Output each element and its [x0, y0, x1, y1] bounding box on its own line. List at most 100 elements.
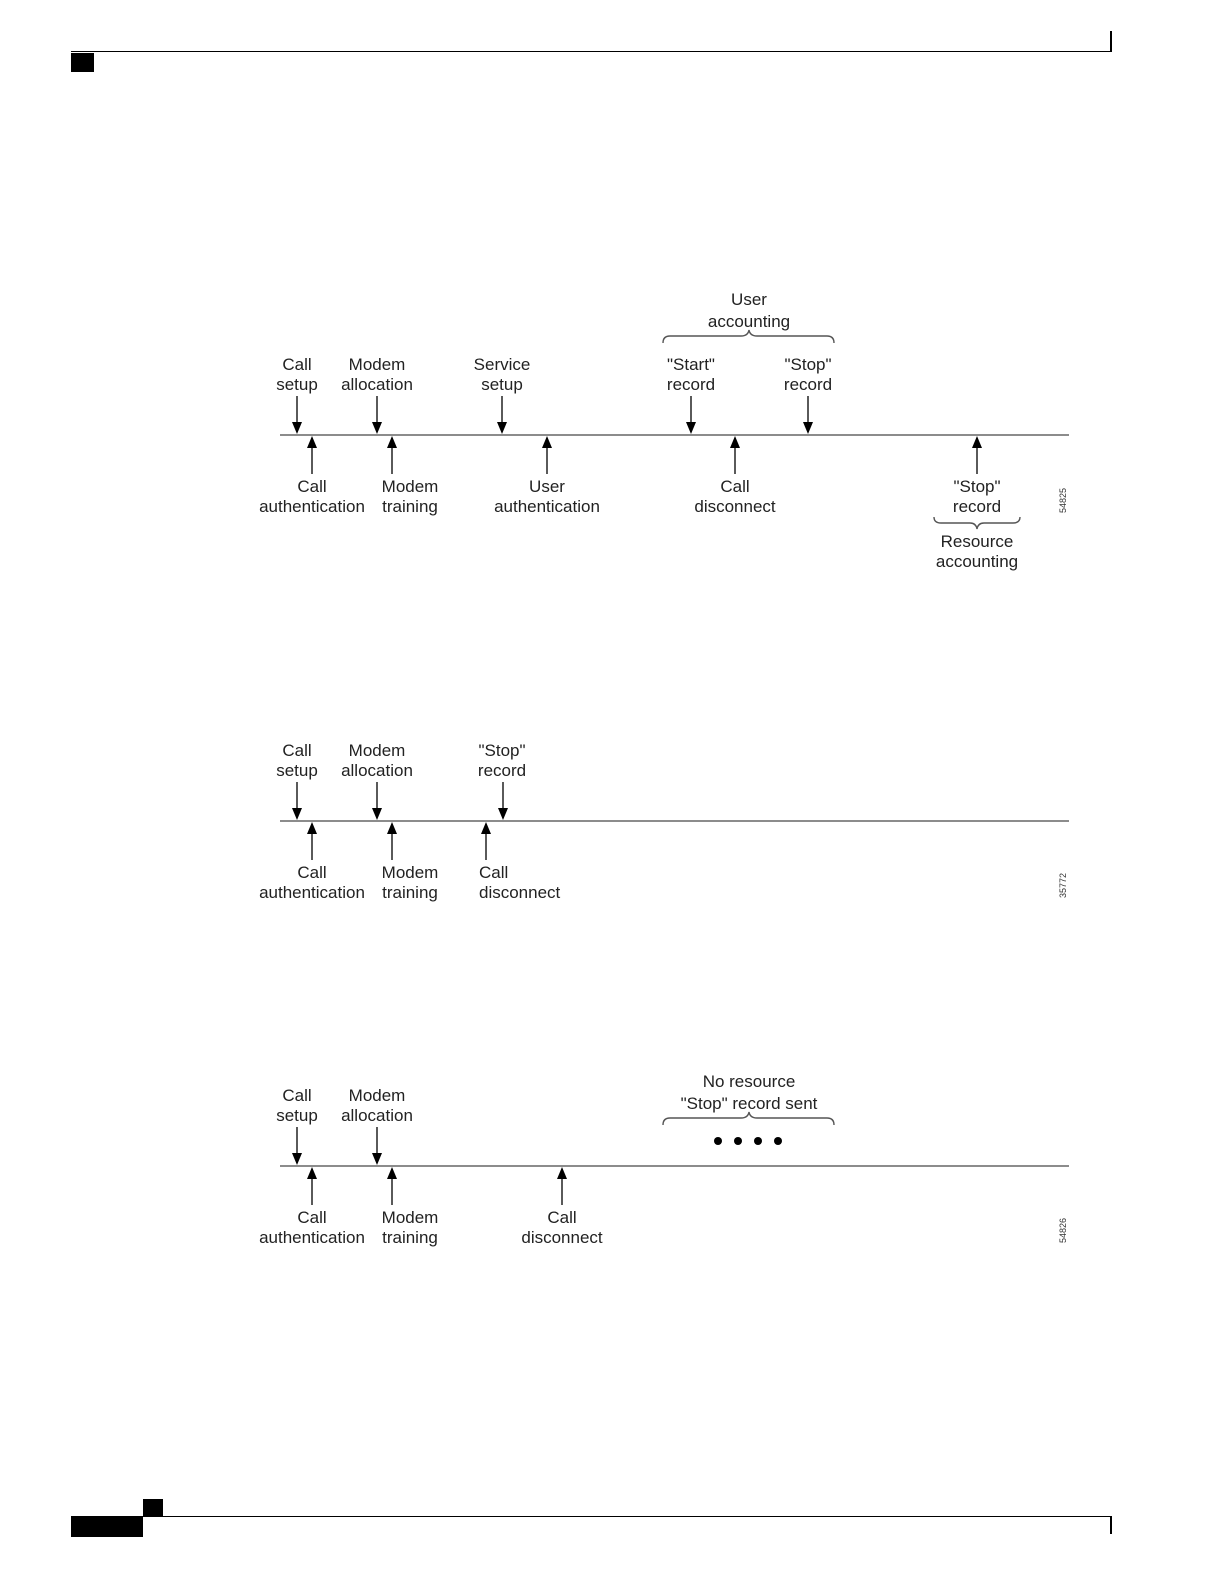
- label-resource-accounting: Resource accounting: [936, 532, 1018, 571]
- svg-text:authentication: authentication: [259, 497, 365, 516]
- svg-text:"Stop": "Stop": [953, 477, 1000, 496]
- svg-text:record: record: [784, 375, 832, 394]
- arrow-up-stop-record-resource: [972, 436, 982, 474]
- label-service-setup: Service setup: [474, 355, 531, 394]
- svg-text:User: User: [731, 290, 767, 309]
- arrow-up-user-authentication: [542, 436, 552, 474]
- svg-text:Call: Call: [297, 863, 326, 882]
- arrow-up-call-authentication: [307, 822, 317, 860]
- svg-text:training: training: [382, 883, 438, 902]
- figure-id-2: 35772: [1058, 873, 1068, 898]
- svg-text:Call: Call: [282, 741, 311, 760]
- label-call-disconnect: Call disconnect: [479, 863, 561, 902]
- svg-text:Modem: Modem: [349, 355, 406, 374]
- footer-block: [71, 1517, 143, 1537]
- svg-text:authentication: authentication: [494, 497, 600, 516]
- brace-no-resource: [662, 1111, 835, 1126]
- label-modem-training: Modem training: [382, 863, 439, 902]
- svg-text:authentication: authentication: [259, 883, 365, 902]
- label-modem-allocation: Modem allocation: [341, 741, 413, 780]
- arrow-down-call-setup: [292, 782, 302, 820]
- brace-user-accounting: [662, 329, 835, 344]
- ellipsis-dot: [734, 1137, 742, 1145]
- svg-text:Modem: Modem: [382, 477, 439, 496]
- arrow-down-service-setup: [497, 396, 507, 434]
- svg-text:disconnect: disconnect: [694, 497, 776, 516]
- svg-text:Call: Call: [297, 1208, 326, 1227]
- svg-text:Call: Call: [547, 1208, 576, 1227]
- svg-text:allocation: allocation: [341, 1106, 413, 1125]
- svg-text:record: record: [667, 375, 715, 394]
- arrow-down-stop-record: [803, 396, 813, 434]
- arrow-up-call-disconnect: [481, 822, 491, 860]
- svg-text:Call: Call: [282, 1086, 311, 1105]
- svg-text:accounting: accounting: [708, 312, 790, 331]
- arrow-up-call-authentication: [307, 436, 317, 474]
- arrow-down-stop-record: [498, 782, 508, 820]
- arrow-down-start-record: [686, 396, 696, 434]
- arrow-up-modem-training: [387, 822, 397, 860]
- arrow-down-modem-allocation: [372, 1127, 382, 1165]
- svg-text:record: record: [478, 761, 526, 780]
- footer-rule: [71, 1516, 1112, 1517]
- svg-text:training: training: [382, 1228, 438, 1247]
- svg-text:Call: Call: [297, 477, 326, 496]
- header-tick: [1110, 31, 1112, 52]
- label-call-setup: Call setup: [276, 1086, 318, 1125]
- ellipsis-dot: [754, 1137, 762, 1145]
- svg-text:record: record: [953, 497, 1001, 516]
- header-rule: [71, 51, 1112, 52]
- label-user-accounting: User accounting: [708, 290, 790, 331]
- figure-id-3: 54826: [1058, 1218, 1068, 1243]
- arrow-up-call-disconnect: [730, 436, 740, 474]
- label-stop-record-user: "Stop" record: [784, 355, 832, 394]
- figure-id-1: 54825: [1058, 488, 1068, 513]
- label-call-authentication: Call authentication: [259, 863, 365, 902]
- svg-text:accounting: accounting: [936, 552, 1018, 571]
- svg-text:Call: Call: [282, 355, 311, 374]
- svg-text:"Start": "Start": [667, 355, 715, 374]
- svg-text:No resource: No resource: [703, 1072, 796, 1091]
- svg-text:allocation: allocation: [341, 761, 413, 780]
- label-no-resource-stop-record: No resource "Stop" record sent: [681, 1072, 818, 1113]
- svg-text:setup: setup: [481, 375, 523, 394]
- svg-text:Modem: Modem: [349, 1086, 406, 1105]
- footer-tick: [1110, 1517, 1112, 1534]
- svg-text:"Stop": "Stop": [478, 741, 525, 760]
- label-call-disconnect: Call disconnect: [694, 477, 776, 516]
- svg-text:User: User: [529, 477, 565, 496]
- arrow-up-call-disconnect: [557, 1167, 567, 1205]
- arrow-up-modem-training: [387, 436, 397, 474]
- label-user-authentication: User authentication: [494, 477, 600, 516]
- arrow-up-modem-training: [387, 1167, 397, 1205]
- label-stop-record: "Stop" record: [478, 741, 526, 780]
- svg-text:setup: setup: [276, 375, 318, 394]
- brace-resource-accounting: [933, 516, 1021, 530]
- label-call-disconnect: Call disconnect: [521, 1208, 603, 1247]
- svg-text:"Stop": "Stop": [784, 355, 831, 374]
- ellipsis-dot: [714, 1137, 722, 1145]
- svg-text:authentication: authentication: [259, 1228, 365, 1247]
- svg-text:Modem: Modem: [382, 1208, 439, 1227]
- svg-text:disconnect: disconnect: [479, 883, 561, 902]
- svg-text:Resource: Resource: [941, 532, 1014, 551]
- svg-text:disconnect: disconnect: [521, 1228, 603, 1247]
- arrow-down-modem-allocation: [372, 782, 382, 820]
- label-stop-record-resource: "Stop" record: [953, 477, 1001, 516]
- svg-text:Modem: Modem: [382, 863, 439, 882]
- arrow-down-modem-allocation: [372, 396, 382, 434]
- label-modem-training: Modem training: [382, 477, 439, 516]
- arrow-down-call-setup: [292, 1127, 302, 1165]
- label-call-authentication: Call authentication: [259, 477, 365, 516]
- label-call-setup: Call setup: [276, 741, 318, 780]
- svg-text:Call: Call: [720, 477, 749, 496]
- svg-text:setup: setup: [276, 1106, 318, 1125]
- header-block: [71, 53, 94, 72]
- footer-block-small: [143, 1499, 163, 1516]
- svg-text:setup: setup: [276, 761, 318, 780]
- label-call-setup: Call setup: [276, 355, 318, 394]
- svg-text:allocation: allocation: [341, 375, 413, 394]
- svg-text:"Stop" record sent: "Stop" record sent: [681, 1094, 818, 1113]
